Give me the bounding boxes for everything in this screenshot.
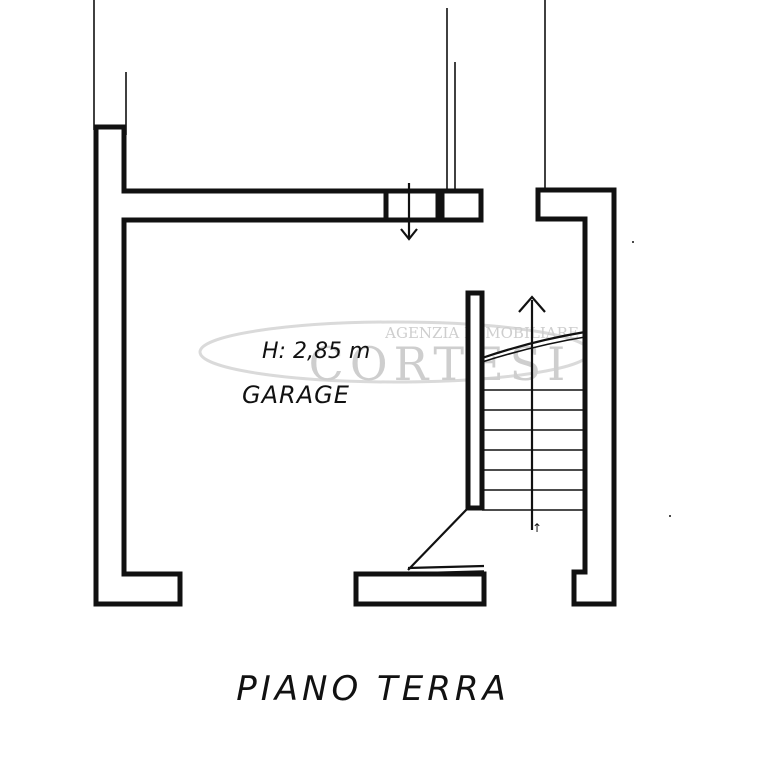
- stair-landing-lines: [407, 507, 485, 574]
- walls: [93, 124, 617, 607]
- room-height-label: H: 2,85 m: [262, 339, 370, 364]
- extension-lines: [93, 0, 671, 517]
- wall-right: [535, 187, 617, 607]
- staircase: [481, 295, 586, 530]
- vent-arrow-icon: [400, 183, 418, 241]
- room-name-label: GARAGE: [242, 381, 350, 409]
- wall-left-top: [93, 124, 389, 607]
- wall-bottom-middle: [353, 571, 487, 607]
- stair-partition: [465, 290, 485, 511]
- floor-title: PIANO TERRA: [236, 669, 510, 709]
- wall-pier: [439, 188, 484, 223]
- stair-direction-mark: ↑: [532, 521, 542, 535]
- vent-box: [383, 188, 441, 223]
